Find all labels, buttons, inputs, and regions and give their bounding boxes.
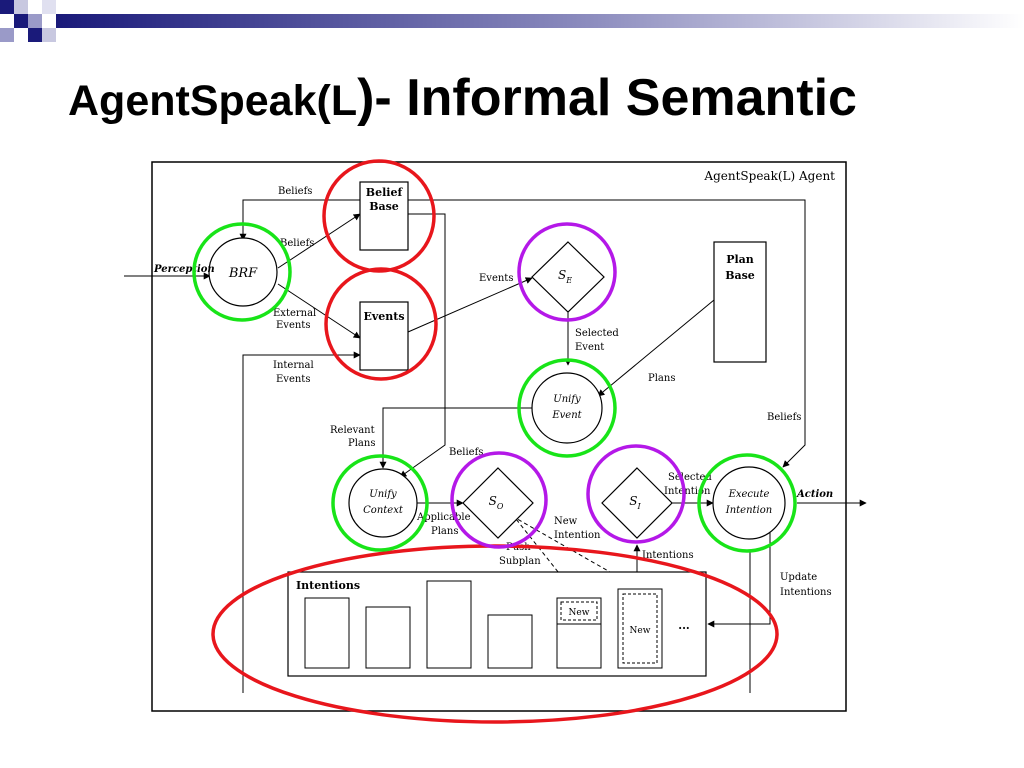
- slide-title-part1: AgentSpeak(L: [68, 77, 358, 125]
- plan-base-label-2: Base: [725, 269, 755, 282]
- label-selected-intention-1: Selected: [668, 472, 712, 483]
- brf-node: [208, 237, 278, 307]
- label-selected-intention-2: Intention: [664, 486, 711, 497]
- unify-context-node: [348, 468, 418, 538]
- belief-base-box: [359, 181, 409, 251]
- si-label: SI: [629, 494, 641, 511]
- header-decoration: [0, 0, 1024, 42]
- label-beliefs-lower: Beliefs: [449, 447, 483, 458]
- edge-unifyevent-context: [379, 407, 532, 469]
- intention-stack: [304, 597, 350, 669]
- new-intention-box: [560, 601, 598, 621]
- decor-square: [28, 28, 42, 42]
- edge-events-se: [407, 277, 533, 333]
- unify-context-label-1: Unify: [369, 489, 397, 500]
- label-internal-events-2: Events: [276, 374, 310, 385]
- edge-beliefbase-brf: [239, 199, 360, 241]
- label-relevant-plans-2: Plans: [348, 438, 375, 449]
- plan-base-box: [713, 241, 767, 363]
- label-new-intention-2: Intention: [554, 530, 601, 541]
- intentions-title: Intentions: [296, 579, 360, 592]
- label-action: Action: [796, 489, 833, 500]
- subplan-box: [622, 593, 658, 664]
- execute-intention-label-2: Intention: [725, 505, 772, 516]
- plan-base-label-1: Plan: [726, 253, 754, 266]
- label-selected-event-1: Selected: [575, 328, 619, 339]
- highlight-ring-belief-base: [322, 159, 436, 273]
- label-new-intention-1: New: [554, 516, 578, 527]
- intention-stack: [426, 580, 472, 669]
- label-external-events-1: External: [273, 308, 316, 319]
- belief-base-label-1: Belief: [366, 186, 404, 199]
- label-intentions-edge: Intentions: [642, 550, 694, 561]
- highlights: [192, 159, 797, 724]
- connectors: [124, 199, 867, 693]
- highlight-ring-unify-context: [331, 454, 429, 552]
- decor-square: [42, 0, 56, 14]
- edge-brf-events: [277, 283, 361, 339]
- execute-intention-label-1: Execute: [728, 489, 770, 500]
- label-internal-events-1: Internal: [273, 360, 314, 371]
- label-applicable-plans-1: Applicable: [416, 512, 471, 523]
- decor-square: [0, 0, 14, 14]
- edge-beliefbase-context: [399, 213, 446, 478]
- highlight-ring-se: [517, 222, 617, 322]
- events-box: [359, 301, 409, 371]
- si-selector: [601, 467, 673, 539]
- label-beliefs-top: Beliefs: [278, 186, 312, 197]
- label-relevant-plans-1: Relevant: [330, 425, 375, 436]
- unify-context-label-2: Context: [363, 505, 404, 516]
- highlight-ring-unify-event: [517, 358, 617, 458]
- new-intention-label: New: [569, 608, 590, 618]
- unify-event-node: [531, 372, 603, 444]
- decor-square: [0, 28, 14, 42]
- unify-event-label-2: Event: [551, 410, 582, 421]
- intention-stack: [487, 614, 533, 669]
- decor-square: [28, 14, 42, 28]
- edge-internal-events: [242, 351, 361, 693]
- edge-beliefs-execute: [408, 199, 806, 468]
- edge-brf-beliefbase: [277, 213, 361, 269]
- label-applicable-plans-2: Plans: [431, 526, 458, 537]
- label-events-edge: Events: [479, 273, 513, 284]
- decor-gradient-bar: [56, 14, 1024, 28]
- label-update-intentions-1: Update: [780, 572, 817, 583]
- edge-update-intentions: [707, 528, 771, 628]
- highlight-ring-events: [324, 267, 438, 381]
- subplan-new-label: New: [630, 626, 651, 636]
- label-beliefs-mid: Beliefs: [280, 238, 314, 249]
- events-box-label: Events: [363, 310, 404, 323]
- label-push-subplan-2: Subplan: [499, 556, 541, 567]
- slide-title: AgentSpeak(L)- Informal Semantic: [68, 72, 857, 124]
- decor-square: [42, 28, 56, 42]
- so-label: SO: [489, 494, 504, 511]
- highlight-ring-execute: [697, 453, 797, 553]
- decor-square: [14, 0, 28, 14]
- label-plans: Plans: [648, 373, 675, 384]
- highlight-ring-si: [586, 444, 686, 544]
- execute-intention-node: [712, 466, 786, 540]
- label-perception: Perception: [153, 264, 215, 275]
- edge-planbase-unifyevent: [597, 299, 715, 397]
- highlight-ring-so: [450, 451, 548, 549]
- intention-stack: [365, 606, 411, 669]
- slide-title-part2: )- Informal Semantic: [357, 69, 857, 127]
- edge-new-intention: [511, 513, 579, 598]
- agent-label: AgentSpeak(L) Agent: [703, 169, 835, 183]
- label-external-events-2: Events: [276, 320, 310, 331]
- so-selector: [462, 467, 534, 539]
- agent-frame: [151, 161, 847, 712]
- unify-event-label-1: Unify: [553, 394, 581, 405]
- label-update-intentions-2: Intentions: [780, 587, 832, 598]
- intentions-ellipsis: ...: [678, 619, 690, 632]
- se-label: SE: [558, 268, 572, 285]
- belief-base-label-2: Base: [369, 200, 399, 213]
- se-selector: [531, 241, 605, 313]
- brf-label: BRF: [228, 266, 258, 281]
- highlight-ring-brf: [192, 222, 292, 322]
- decor-square: [14, 14, 28, 28]
- label-beliefs-right: Beliefs: [767, 412, 801, 423]
- label-selected-event-2: Event: [575, 342, 604, 353]
